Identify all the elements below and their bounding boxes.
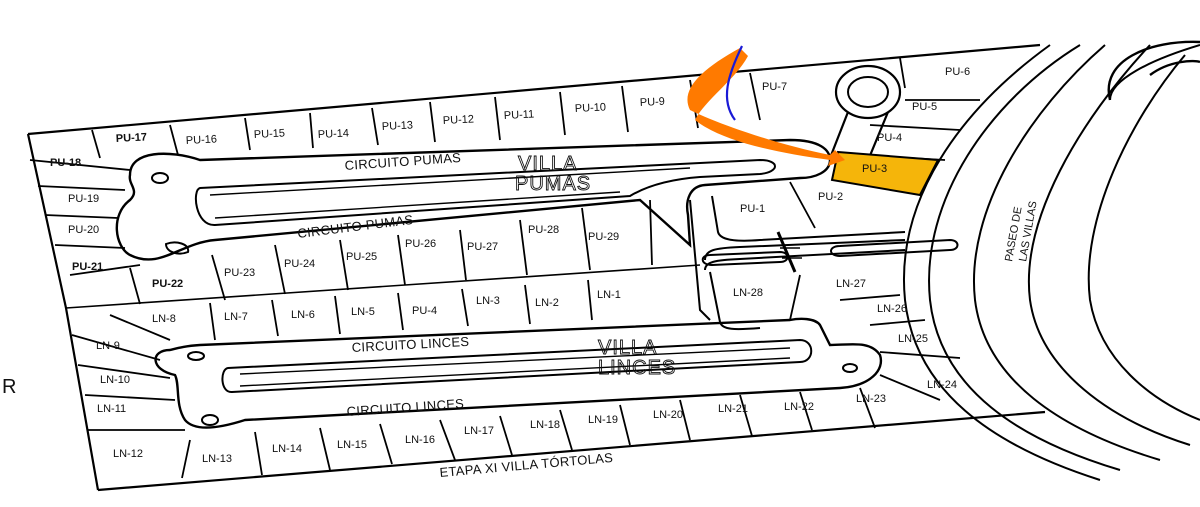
lot-label[interactable]: LN-6 [291, 309, 315, 321]
lot-label[interactable]: PU-2 [818, 191, 843, 203]
lot-label[interactable]: PU-22 [152, 278, 183, 290]
street-label-circuito-pumas-bottom: CIRCUITO PUMAS [297, 212, 415, 241]
lot-label[interactable]: PU-29 [588, 231, 619, 243]
street-label-circuito-linces-bottom: CIRCUITO LINCES [346, 396, 464, 419]
lot-label[interactable]: LN-18 [530, 419, 560, 431]
lot-label[interactable]: PU-26 [405, 238, 436, 250]
lot-label[interactable]: LN-15 [337, 439, 367, 451]
lot-label[interactable]: LN-2 [535, 297, 559, 309]
lot-label[interactable]: PU-6 [945, 66, 970, 78]
lot-label[interactable]: PU-19 [68, 193, 99, 205]
lot-label[interactable]: LN-25 [898, 333, 928, 345]
lot-label[interactable]: PU-9 [640, 96, 666, 109]
lot-label[interactable]: PU-16 [186, 133, 218, 147]
lot-label[interactable]: LN-19 [588, 414, 618, 426]
lot-label[interactable]: PU-1 [740, 203, 765, 215]
paseo-roads [903, 40, 1200, 481]
lot-label[interactable]: PU-23 [224, 267, 255, 279]
lot-label[interactable]: PU-4 [412, 305, 437, 317]
lot-label[interactable]: LN-10 [100, 374, 130, 386]
area-label-villa-pumas-2: PUMAS [515, 173, 591, 195]
lot-pu-3-highlight[interactable] [830, 150, 940, 197]
edge-letter: R [2, 376, 16, 398]
lot-label[interactable]: PU-17 [116, 131, 148, 145]
circuito-pumas-road [115, 64, 902, 261]
lot-label[interactable]: PU-18 [50, 157, 81, 169]
lot-label[interactable]: PU-21 [72, 261, 103, 273]
lot-label[interactable]: LN-23 [856, 393, 886, 405]
area-label-villa-linces-2: LINCES [598, 357, 676, 379]
lot-label[interactable]: LN-24 [927, 379, 957, 391]
lot-label[interactable]: LN-9 [96, 340, 120, 352]
lot-label[interactable]: PU-25 [346, 251, 377, 263]
lot-label[interactable]: LN-12 [113, 448, 143, 460]
lot-label[interactable]: LN-28 [733, 287, 763, 299]
lot-label[interactable]: PU-27 [467, 241, 498, 253]
lot-label[interactable]: PU-4 [877, 132, 902, 144]
lot-label[interactable]: PU-11 [504, 108, 535, 122]
lot-label[interactable]: LN-3 [476, 295, 500, 307]
street-label-circuito-linces-top: CIRCUITO LINCES [351, 334, 469, 355]
lot-label[interactable]: LN-16 [405, 434, 435, 446]
lot-label[interactable]: PU-7 [762, 81, 787, 93]
lot-label[interactable]: LN-21 [718, 403, 748, 415]
lot-label[interactable]: PU-3 [862, 163, 887, 175]
lot-label[interactable]: LN-27 [836, 278, 866, 290]
circuito-linces-road [154, 317, 883, 429]
lot-label[interactable]: PU-15 [254, 127, 286, 141]
lot-label[interactable]: PU-13 [382, 119, 414, 133]
linces-lot-labels: LN-1 LN-2 LN-3 PU-4 LN-5 LN-6 LN-7 LN-8 … [96, 278, 957, 465]
lot-label[interactable]: PU-5 [912, 101, 937, 113]
lot-label[interactable]: LN-13 [202, 453, 232, 465]
lot-label[interactable]: LN-1 [597, 289, 621, 301]
lot-label[interactable]: LN-7 [224, 311, 248, 323]
lot-label[interactable]: LN-5 [351, 306, 375, 318]
lot-label[interactable]: LN-17 [464, 425, 494, 437]
lot-label[interactable]: PU-28 [528, 224, 559, 236]
linces-lot-lines [71, 274, 961, 479]
lot-label[interactable]: LN-14 [272, 443, 302, 455]
connector-roads [689, 195, 959, 331]
area-label-villa-linces-1: VILLA [598, 337, 657, 359]
area-label-villa-pumas-1: VILLA [518, 153, 577, 175]
pointer-arrow [687, 45, 845, 166]
lot-label[interactable]: LN-20 [653, 409, 683, 421]
lot-label[interactable]: LN-11 [97, 403, 126, 415]
lot-label[interactable]: LN-8 [152, 313, 176, 325]
site-boundary [26, 43, 1046, 492]
pumas-lot-labels: PU-1 PU-2 PU-3 PU-4 PU-5 PU-6 PU-7 PU-9 … [50, 66, 970, 290]
lot-label[interactable]: LN-22 [784, 401, 814, 413]
lot-label[interactable]: PU-14 [318, 127, 350, 141]
lot-label[interactable]: PU-10 [575, 101, 607, 115]
lot-label[interactable]: PU-12 [443, 113, 475, 127]
lot-label[interactable]: PU-24 [284, 258, 315, 270]
lot-label[interactable]: LN-26 [877, 303, 907, 315]
lot-label[interactable]: PU-20 [68, 224, 99, 236]
